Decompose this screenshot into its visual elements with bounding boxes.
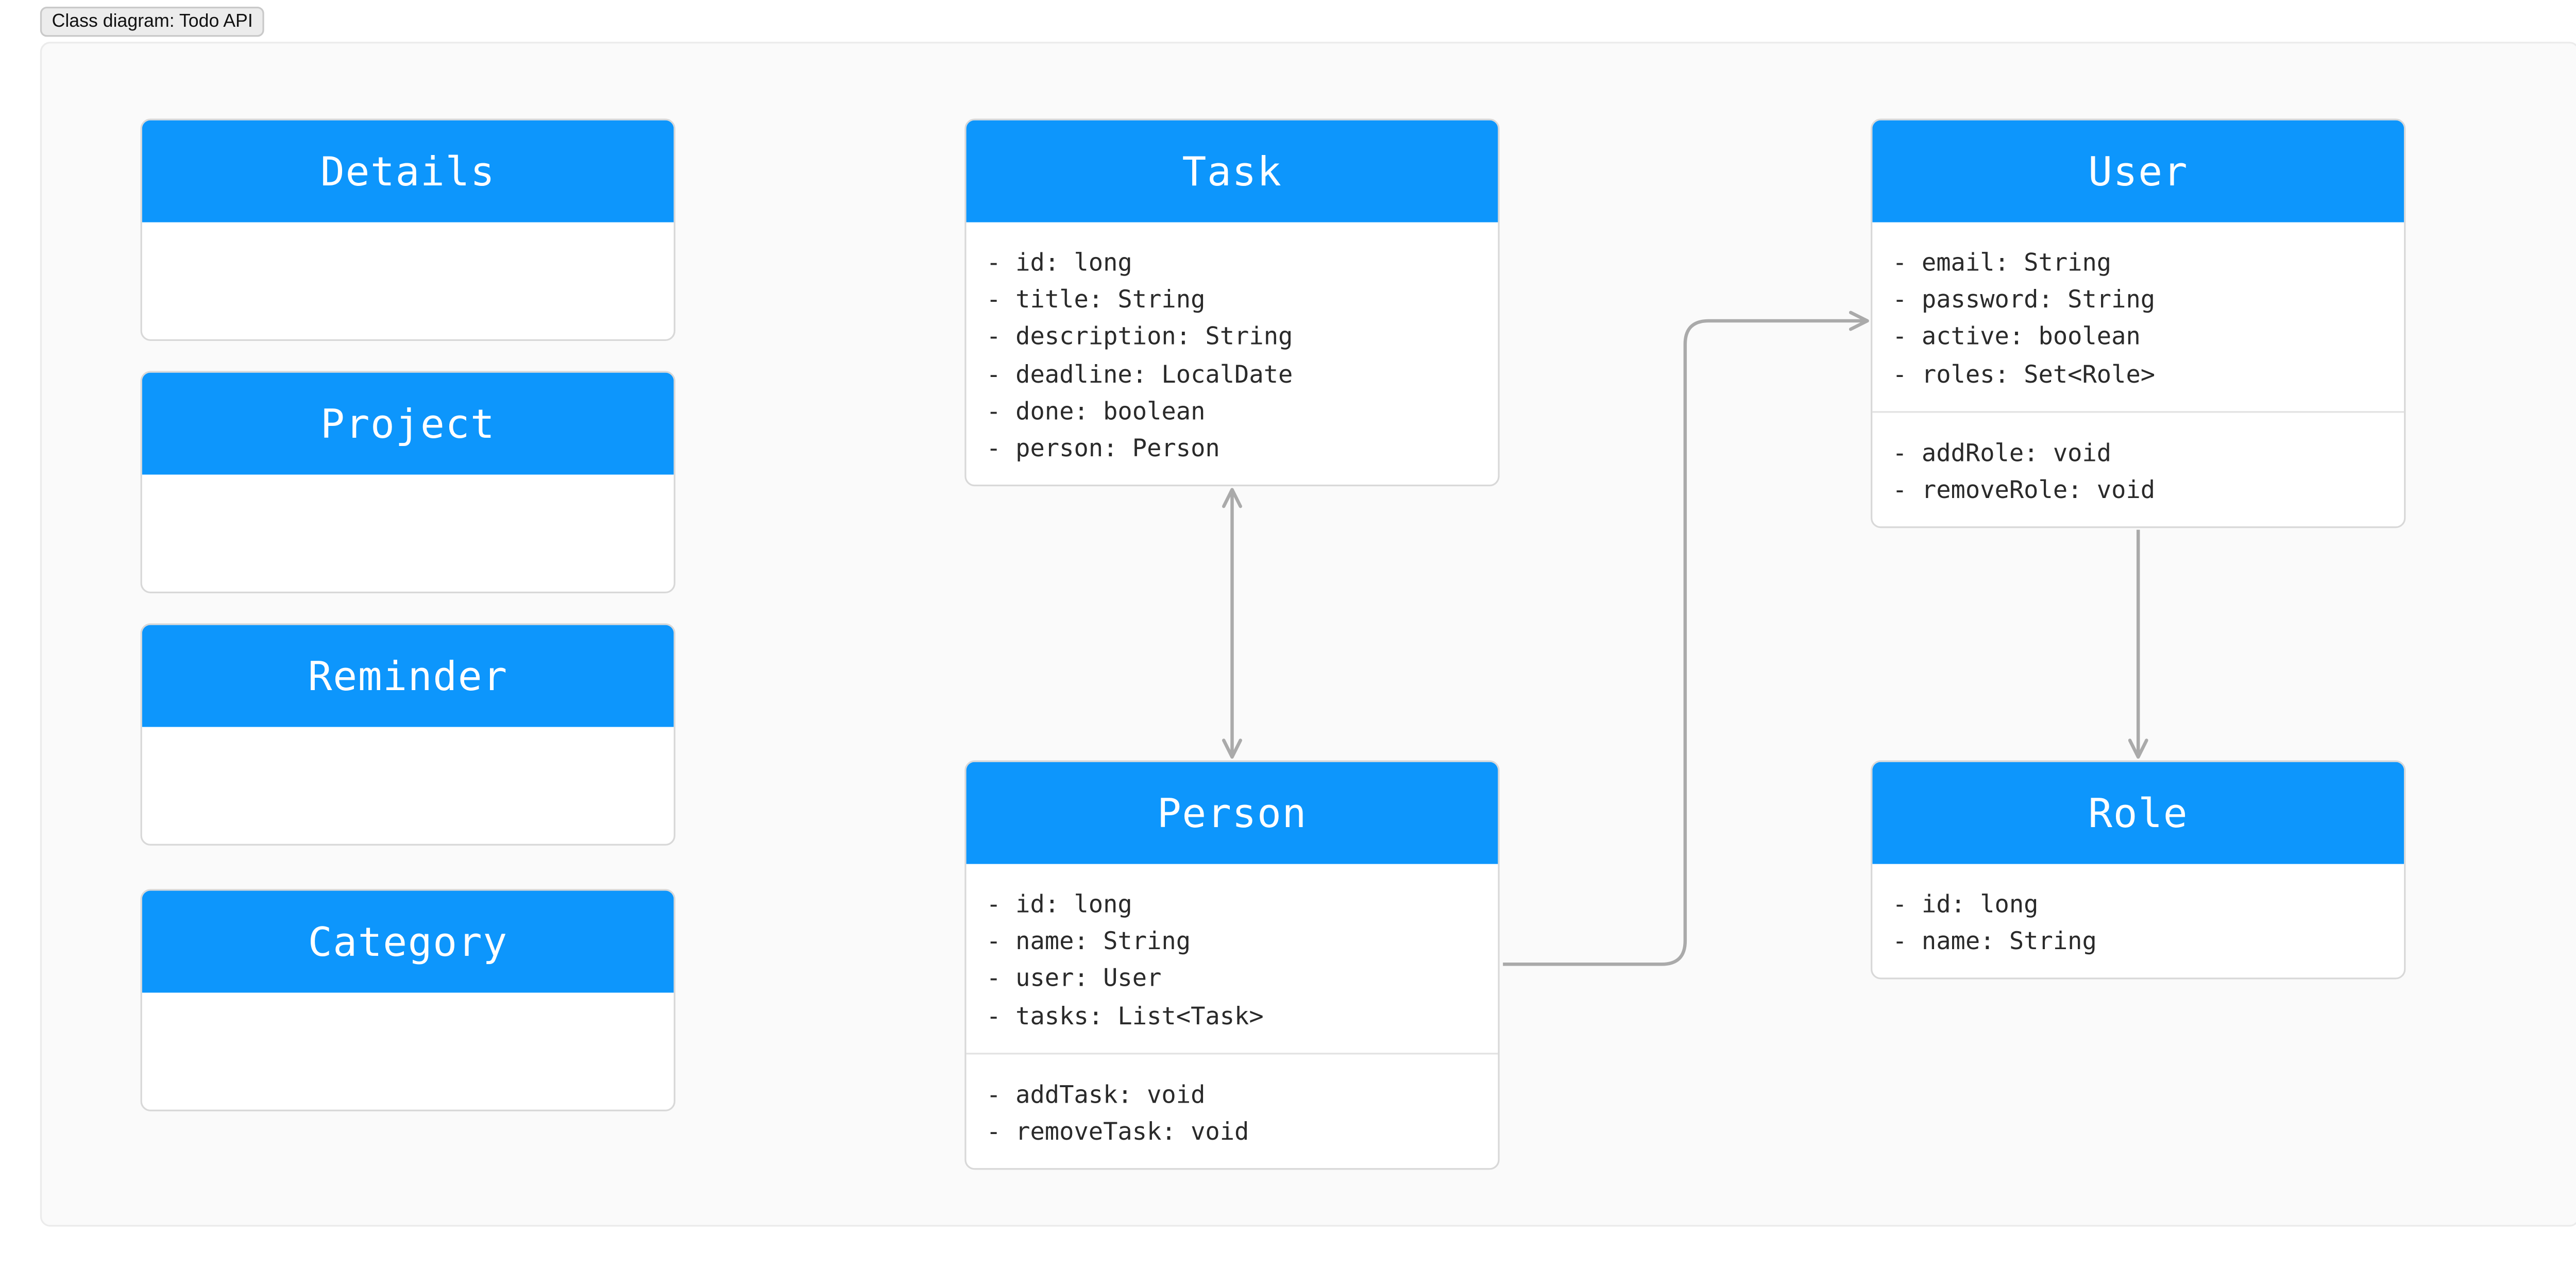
attribute-row: - id: long xyxy=(1892,892,2039,919)
attribute-row: - user: User xyxy=(986,966,1162,993)
class-methods: - addRole: void - removeRole: void xyxy=(1872,410,2404,527)
method-row: - addTask: void xyxy=(986,1083,1206,1110)
class-header: Reminder xyxy=(142,625,674,727)
class-reminder[interactable]: Reminder xyxy=(140,623,675,846)
attribute-row: - description: String xyxy=(986,324,1293,352)
method-row: - addRole: void xyxy=(1892,441,2112,468)
class-body xyxy=(142,727,674,844)
class-body xyxy=(142,992,674,1109)
class-attributes: - email: String - password: String - act… xyxy=(1872,222,2404,411)
class-person[interactable]: Person - id: long - name: String - user:… xyxy=(964,760,1500,1171)
attribute-row: - password: String xyxy=(1892,287,2156,315)
class-attributes: - id: long - name: String - user: User -… xyxy=(967,864,1498,1053)
attribute-row: - person: Person xyxy=(986,436,1220,463)
class-header: Role xyxy=(1872,762,2404,864)
class-header: Project xyxy=(142,372,674,475)
class-details[interactable]: Details xyxy=(140,118,675,341)
attribute-row: - done: boolean xyxy=(986,399,1206,426)
attribute-row: - tasks: List<Task> xyxy=(986,1003,1264,1031)
attribute-row: - id: long xyxy=(986,250,1132,278)
person-user-connector xyxy=(1503,311,1869,966)
class-role[interactable]: Role - id: long - name: String xyxy=(1871,760,2406,980)
class-header: Person xyxy=(966,762,1498,864)
class-header: Details xyxy=(142,120,674,222)
attribute-row: - deadline: LocalDate xyxy=(986,362,1293,389)
class-body xyxy=(142,222,674,339)
class-attributes: - id: long - name: String xyxy=(1872,864,2404,979)
attribute-row: - active: boolean xyxy=(1892,324,2141,352)
class-category[interactable]: Category xyxy=(140,889,675,1111)
attribute-row: - id: long xyxy=(986,892,1132,919)
attribute-row: - roles: Set<Role> xyxy=(1892,362,2156,389)
class-header: Task xyxy=(966,120,1498,222)
class-user[interactable]: User - email: String - password: String … xyxy=(1871,118,2406,529)
method-row: - removeRole: void xyxy=(1892,478,2156,505)
class-project[interactable]: Project xyxy=(140,371,675,593)
class-header: User xyxy=(1872,120,2404,222)
diagram-tab[interactable]: Class diagram: Todo API xyxy=(40,6,265,37)
class-body xyxy=(142,475,674,592)
method-row: - removeTask: void xyxy=(986,1120,1249,1147)
attribute-row: - title: String xyxy=(986,287,1206,315)
class-attributes: - id: long - title: String - description… xyxy=(967,222,1498,485)
class-methods: - addTask: void - removeTask: void xyxy=(966,1052,1498,1169)
attribute-row: - name: String xyxy=(986,929,1191,956)
class-task[interactable]: Task - id: long - title: String - descri… xyxy=(964,118,1500,487)
attribute-row: - name: String xyxy=(1892,929,2097,956)
class-header: Category xyxy=(142,890,674,993)
attribute-row: - email: String xyxy=(1892,250,2112,278)
